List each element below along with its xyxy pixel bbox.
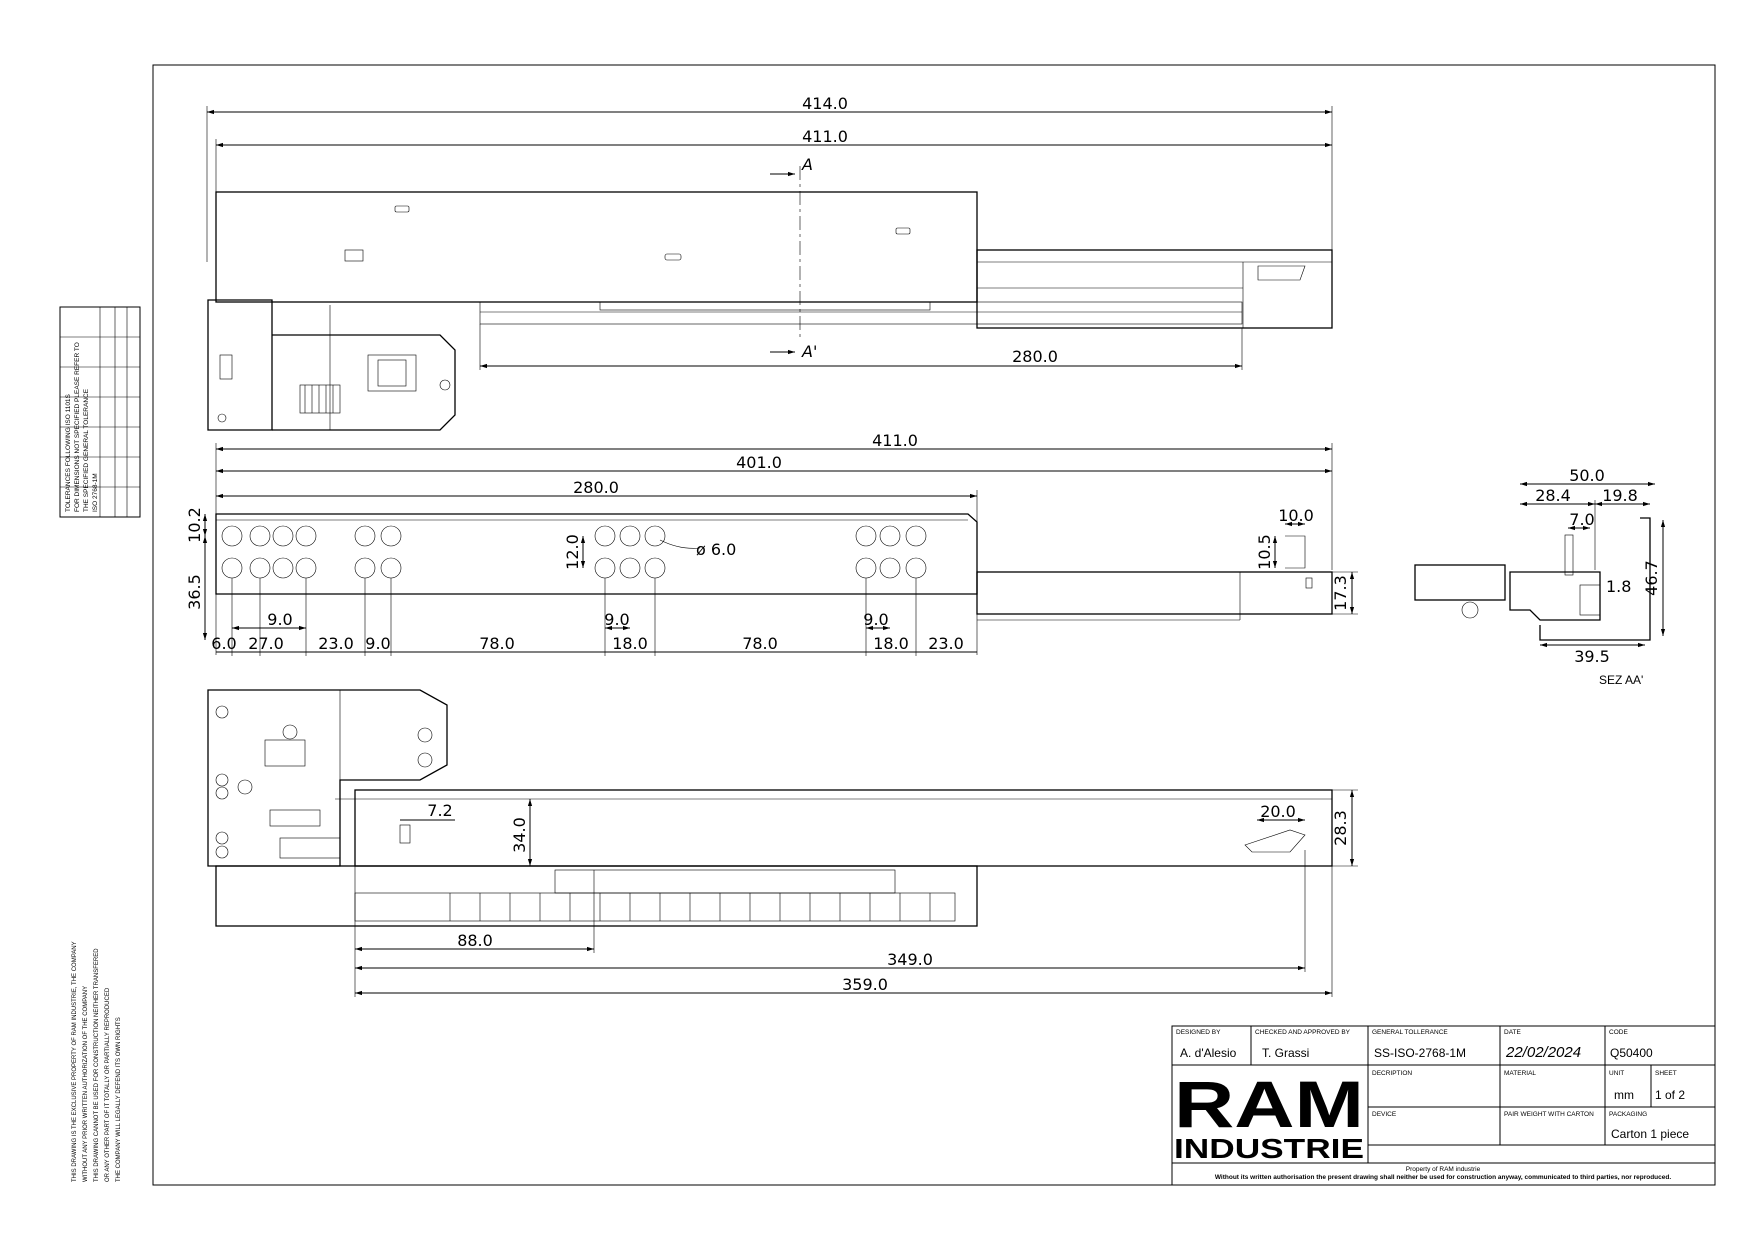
tolerance-title: TOLERANCES FOLLOWING ISO 1101S xyxy=(65,393,72,512)
top-view: 414.0 411.0 A A' 280.0 xyxy=(206,94,1333,431)
tolerance-line-2: FOR DIMENSIONS NOT SPECIFIED PLEASE REFE… xyxy=(74,342,81,512)
packaging-value: Carton 1 piece xyxy=(1611,1127,1689,1141)
unit-label: UNIT xyxy=(1609,1070,1624,1077)
dim-28-4: 28.4 xyxy=(1535,486,1571,505)
section-mark-a-prime: A' xyxy=(801,342,817,361)
middle-view: 411.0 401.0 280.0 10.2 36 xyxy=(185,431,1358,656)
dim-23-0-a: 23.0 xyxy=(318,634,354,653)
description-label: DECRIPTION xyxy=(1372,1070,1412,1077)
section-mark-a: A xyxy=(801,155,813,174)
tolerance-table: TOLERANCES FOLLOWING ISO 1101S FOR DIMEN… xyxy=(59,306,141,518)
footer-notice: Without its written authorisation the pr… xyxy=(1215,1174,1672,1181)
dim-19-8: 19.8 xyxy=(1602,486,1638,505)
tolerance-line-4: ISO 2768-1M xyxy=(92,473,99,512)
dim-411-middle: 411.0 xyxy=(872,431,918,450)
dim-12-0: 12.0 xyxy=(563,534,582,570)
hole-diameter: ø 6.0 xyxy=(696,540,736,559)
legal-notice: THIS DRAWING IS THE EXCLUSIVE PROPERTY O… xyxy=(72,941,122,1182)
dim-27-0: 27.0 xyxy=(248,634,284,653)
dim-9-0-b: 9.0 xyxy=(604,610,629,629)
code-value: Q50400 xyxy=(1610,1046,1653,1060)
logo-ram: RAM xyxy=(1174,1067,1364,1141)
packaging-label: PACKAGING xyxy=(1609,1111,1647,1118)
dim-10-5: 10.5 xyxy=(1255,534,1274,570)
dim-28-3: 28.3 xyxy=(1331,810,1350,846)
dim-359-0: 359.0 xyxy=(842,975,888,994)
designed-by-label: DESIGNED BY xyxy=(1176,1029,1221,1036)
pair-weight-label: PAIR WEIGHT WITH CARTON xyxy=(1504,1111,1594,1118)
dim-9-0-d: 9.0 xyxy=(365,634,390,653)
bottom-view: 7.2 34.0 20.0 28.3 88.0 349.0 359.0 xyxy=(207,689,1358,997)
legal-line-2: WITHOUT ANY PRIOR WRITTEN AUTHORIZATION … xyxy=(83,986,89,1182)
dim-411-top: 411.0 xyxy=(802,127,848,146)
code-label: CODE xyxy=(1609,1029,1628,1036)
dim-10-2: 10.2 xyxy=(185,507,204,543)
dim-401: 401.0 xyxy=(736,453,782,472)
dim-46-7: 46.7 xyxy=(1642,560,1661,596)
dim-20-0: 20.0 xyxy=(1260,802,1296,821)
dim-34-0: 34.0 xyxy=(510,817,529,853)
designed-by-value: A. d'Alesio xyxy=(1180,1046,1237,1060)
section-label: SEZ AA' xyxy=(1599,673,1643,687)
legal-line-4: OR ANY OTHER PART OF IT TOTALLY OR PARTI… xyxy=(105,987,111,1182)
date-value: 22/02/2024 xyxy=(1505,1044,1581,1061)
dim-36-5: 36.5 xyxy=(185,574,204,610)
section-view: 50.0 28.4 19.8 7.0 1.8 46.7 39.5 SEZ AA' xyxy=(1414,466,1666,687)
dim-414: 414.0 xyxy=(802,94,848,113)
dim-280-top: 280.0 xyxy=(1012,347,1058,366)
dim-88-0: 88.0 xyxy=(457,931,493,950)
dim-349-0: 349.0 xyxy=(887,950,933,969)
dim-7-2: 7.2 xyxy=(427,801,452,820)
drawing-frame xyxy=(152,64,1716,1186)
legal-line-5: THE COMPANY WILL LEGALLY DEFEND ITS OWN … xyxy=(116,1017,122,1182)
material-label: MATERIAL xyxy=(1504,1070,1536,1077)
legal-line-3: THIS DRAWING CANNOT BE USED FOR CONSTRUC… xyxy=(94,948,100,1182)
dim-18-0-a: 18.0 xyxy=(612,634,648,653)
dim-7-0: 7.0 xyxy=(1569,510,1594,529)
title-block: DESIGNED BY A. d'Alesio CHECKED AND APPR… xyxy=(1171,1025,1716,1186)
company-logo: RAM INDUSTRIE xyxy=(1174,1067,1364,1164)
dim-6-0: 6.0 xyxy=(211,634,236,653)
dim-39-5: 39.5 xyxy=(1574,647,1610,666)
dim-1-8: 1.8 xyxy=(1606,577,1631,596)
logo-industrie: INDUSTRIE xyxy=(1174,1133,1364,1164)
device-label: DEVICE xyxy=(1372,1111,1397,1118)
legal-line-1: THIS DRAWING IS THE EXCLUSIVE PROPERTY O… xyxy=(72,941,78,1182)
date-label: DATE xyxy=(1504,1029,1522,1036)
unit-value: mm xyxy=(1614,1088,1634,1102)
dim-280-middle: 280.0 xyxy=(573,478,619,497)
dim-18-0-b: 18.0 xyxy=(873,634,909,653)
dim-17-3: 17.3 xyxy=(1331,575,1350,611)
sheet-value: 1 of 2 xyxy=(1655,1088,1685,1102)
tolerance-label: GENERAL TOLLERANCE xyxy=(1372,1029,1448,1036)
dim-78-0-a: 78.0 xyxy=(479,634,515,653)
tolerance-value: SS-ISO-2768-1M xyxy=(1374,1046,1466,1060)
dim-10-0: 10.0 xyxy=(1278,506,1314,525)
dim-50-0: 50.0 xyxy=(1569,466,1605,485)
dim-9-0-a: 9.0 xyxy=(267,610,292,629)
sheet-label: SHEET xyxy=(1655,1070,1677,1077)
dim-9-0-c: 9.0 xyxy=(863,610,888,629)
tolerance-line-3: THE SPECIFIED GENERAL TOLERANCE xyxy=(83,388,90,512)
checked-by-value: T. Grassi xyxy=(1262,1046,1309,1060)
dim-23-0-b: 23.0 xyxy=(928,634,964,653)
checked-by-label: CHECKED AND APPROVED BY xyxy=(1255,1029,1351,1036)
dim-78-0-b: 78.0 xyxy=(742,634,778,653)
footer-property: Property of RAM industrie xyxy=(1406,1166,1481,1173)
